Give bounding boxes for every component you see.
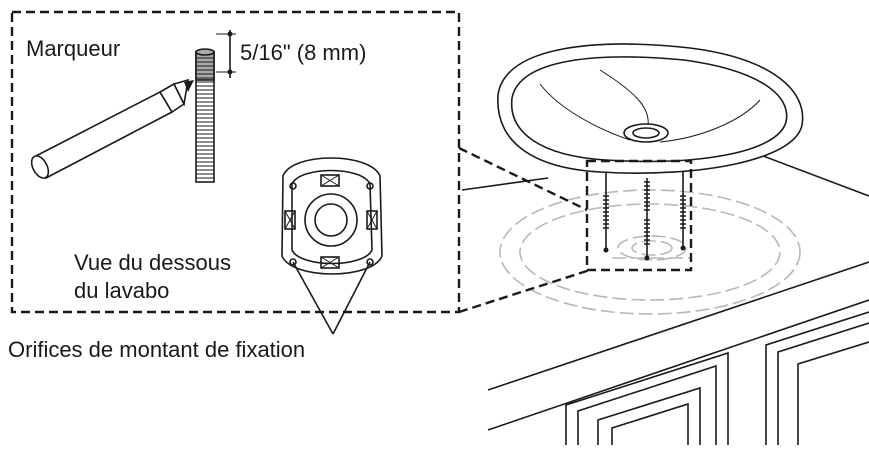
sink-bottom-view [281, 157, 383, 275]
mounting-lug-right [366, 210, 378, 230]
threaded-stud [195, 48, 215, 183]
detail-callout-box [585, 159, 693, 272]
mounting-studs [603, 172, 686, 261]
dimension-indicator [216, 30, 236, 78]
sink-cutout-outline [499, 189, 801, 315]
sink-bowl [497, 43, 804, 174]
dimension-label: 5/16" (8 mm) [240, 40, 366, 65]
callout-leader-lines [458, 146, 591, 314]
mounting-lug-bottom [320, 256, 340, 269]
bottom-view-label-line1: Vue du dessous [74, 250, 231, 275]
mounting-lug-top [320, 174, 340, 187]
mounting-holes-pointer [292, 261, 371, 335]
mounting-holes-label: Orifices de montant de fixation [8, 337, 305, 362]
bottom-view-label-line2: du lavabo [74, 278, 169, 303]
vanity-cabinet [565, 311, 869, 445]
detail-view-frame [10, 10, 461, 314]
marker-pen [30, 78, 194, 180]
marker-label: Marqueur [26, 36, 120, 61]
mounting-lug-left [284, 210, 296, 230]
